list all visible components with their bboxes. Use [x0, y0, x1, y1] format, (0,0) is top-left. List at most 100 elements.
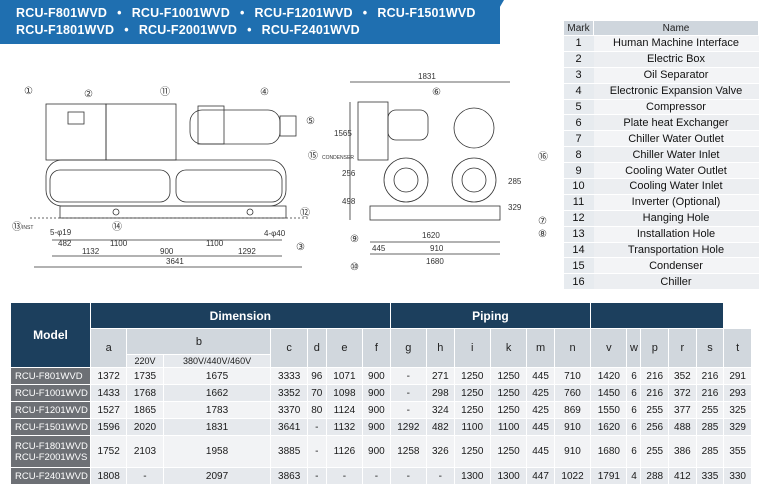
vessel-upper: [45, 159, 287, 207]
spec-cell: 1250: [489, 435, 528, 468]
spec-cell: 1250: [453, 435, 491, 468]
spec-cell: 1258: [389, 435, 427, 468]
col-k-header: k: [489, 328, 528, 368]
col-f-header: f: [362, 328, 391, 368]
model-name: RCU-F1201WVD: [15, 404, 88, 416]
chiller-shell: [175, 169, 283, 203]
dim-label: 4-φ40: [264, 229, 286, 238]
legend-name: Inverter (Optional): [593, 194, 759, 211]
spec-cell: -: [389, 467, 427, 485]
spec-cell: 256: [640, 418, 670, 436]
spec-cell: 1450: [590, 384, 628, 402]
side-condenser: [383, 157, 429, 203]
legend-name: Human Machine Interface: [593, 35, 759, 52]
callout-12: ⑫: [300, 207, 310, 219]
callout-9: ⑨: [350, 234, 359, 245]
spec-cell: 335: [695, 467, 725, 485]
legend-name: Installation Hole: [593, 226, 759, 243]
spec-cell: 255: [695, 401, 725, 419]
spec-cell: 1420: [590, 367, 628, 385]
spec-cell: 1808: [89, 467, 128, 485]
callout-5: ⑤: [306, 116, 315, 127]
side-chiller-inner: [461, 167, 487, 193]
dim-label: 1680: [426, 257, 444, 266]
spec-cell: 1100: [489, 418, 528, 436]
spec-cell: 447: [526, 467, 555, 485]
spec-cell: 372: [668, 384, 697, 402]
model-name: RCU-F1801WVD: [15, 440, 88, 452]
spec-cell: 6: [626, 418, 642, 436]
spec-cell: 6: [626, 384, 642, 402]
spec-cell: 80: [306, 401, 327, 419]
spec-cell: 2097: [162, 467, 272, 485]
col-w-header: w: [626, 328, 642, 368]
spec-cell: 1300: [453, 467, 491, 485]
spec-cell: 900: [362, 435, 391, 468]
spec-cell: 1620: [590, 418, 628, 436]
col-b-header: b: [126, 328, 272, 355]
banner-separator: •: [117, 6, 122, 20]
legend-mark: 9: [563, 162, 594, 180]
spec-cell: 1768: [126, 384, 164, 402]
spec-cell: 910: [553, 418, 592, 436]
electric-box-1: [45, 103, 107, 161]
oil-separator: [189, 109, 281, 145]
header-filler: [590, 302, 725, 329]
legend-mark: 15: [563, 257, 594, 275]
spec-cell: 482: [425, 418, 455, 436]
spec-cell: 445: [526, 435, 555, 468]
spec-cell: 1865: [126, 401, 164, 419]
spec-cell: 900: [362, 401, 391, 419]
dim-label: 1831: [418, 72, 436, 81]
legend-mark: 10: [563, 178, 594, 195]
dim-label: 256: [342, 169, 356, 178]
spec-cell: 2103: [126, 435, 164, 468]
col-a-header: a: [89, 328, 128, 368]
spec-cell: 70: [306, 384, 327, 402]
spec-cell: 1662: [162, 384, 272, 402]
callout-6: ⑥: [432, 87, 441, 98]
spec-subcolumn-row: 220V 380V/440V/460V: [11, 354, 752, 368]
spec-cell: 1124: [325, 401, 364, 419]
legend-name: Chiller Water Outlet: [593, 130, 759, 148]
spec-cell: 325: [723, 401, 752, 419]
side-compressor: [453, 107, 495, 149]
spec-cell: 425: [526, 384, 555, 402]
spec-cell: -: [126, 467, 164, 485]
col-d-header: d: [306, 328, 327, 368]
spec-cell: -: [425, 467, 455, 485]
condenser-label: CONDENSER: [322, 155, 354, 161]
model-header: Model: [10, 302, 91, 368]
spec-cell: 3352: [270, 384, 308, 402]
spec-cell: 1791: [590, 467, 628, 485]
spec-cell: 1550: [590, 401, 628, 419]
spec-cell: 1098: [325, 384, 364, 402]
spec-cell: 355: [723, 435, 752, 468]
spec-cell: 1527: [89, 401, 128, 419]
hanging-hole: [246, 208, 254, 216]
spec-cell: -: [306, 418, 327, 436]
model-cell: RCU-F1001WVD: [10, 384, 91, 402]
banner-separator: •: [124, 23, 129, 37]
legend-mark: 3: [563, 67, 594, 84]
callout-14: ⑭: [112, 221, 122, 233]
spec-cell: 1752: [89, 435, 128, 468]
spec-cell: 1071: [325, 367, 364, 385]
spec-cell: 1680: [590, 435, 628, 468]
spec-cell: 6: [626, 401, 642, 419]
banner-model: RCU-F1801WVD: [16, 23, 115, 37]
spec-cell: 1433: [89, 384, 128, 402]
dim-label: 900: [160, 247, 174, 256]
spec-cell: 3641: [270, 418, 308, 436]
side-chiller: [451, 157, 497, 203]
spec-cell: 1250: [489, 401, 528, 419]
legend-mark: 5: [563, 99, 594, 116]
banner-separator: •: [362, 6, 368, 20]
